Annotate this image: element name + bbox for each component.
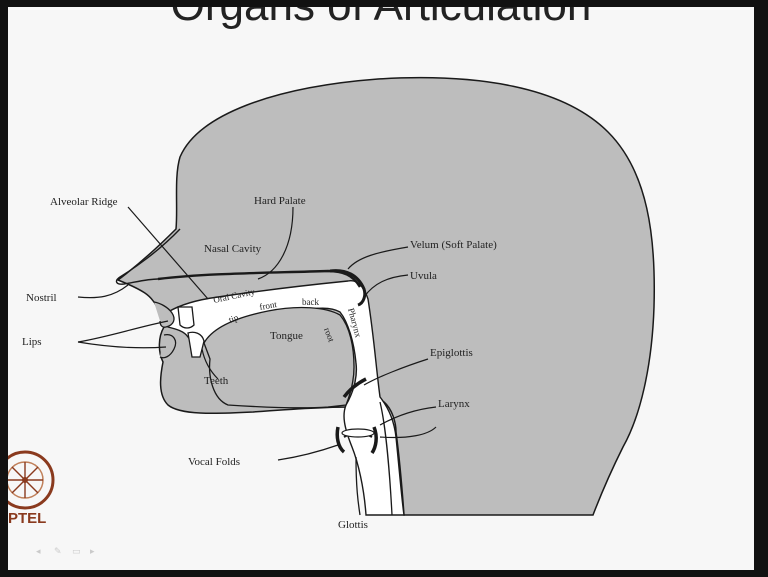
pen-icon[interactable]: ✎ xyxy=(54,548,64,556)
slide: Organs of Articulation xyxy=(8,7,754,570)
next-arrow-icon[interactable]: ▸ xyxy=(90,548,100,556)
upper-teeth xyxy=(178,307,194,328)
articulation-diagram: Alveolar Ridge Hard Palate Nasal Cavity … xyxy=(8,7,754,570)
nptel-logo-text: PTEL xyxy=(8,510,46,527)
label-tongue-back: back xyxy=(302,297,319,307)
label-teeth: Teeth xyxy=(204,375,229,387)
label-glottis: Glottis xyxy=(338,519,368,531)
nptel-logo-icon xyxy=(8,445,60,515)
label-nostril: Nostril xyxy=(26,292,57,304)
label-alveolar-ridge: Alveolar Ridge xyxy=(50,196,118,208)
label-velum: Velum (Soft Palate) xyxy=(410,239,497,251)
label-hard-palate: Hard Palate xyxy=(254,195,306,207)
label-larynx: Larynx xyxy=(438,398,470,410)
label-epiglottis: Epiglottis xyxy=(430,347,473,359)
larynx-left xyxy=(337,427,344,452)
label-lips: Lips xyxy=(22,336,42,348)
label-vocal-folds: Vocal Folds xyxy=(188,456,240,468)
prev-arrow-icon[interactable]: ◂ xyxy=(36,548,46,556)
label-nasal-cavity: Nasal Cavity xyxy=(204,243,262,255)
menu-icon[interactable]: ▭ xyxy=(72,548,82,556)
glottis-opening xyxy=(342,429,374,437)
label-uvula: Uvula xyxy=(410,270,437,282)
slideshow-toolbar: ◂ ✎ ▭ ▸ xyxy=(36,548,100,556)
label-tongue: Tongue xyxy=(270,330,303,342)
